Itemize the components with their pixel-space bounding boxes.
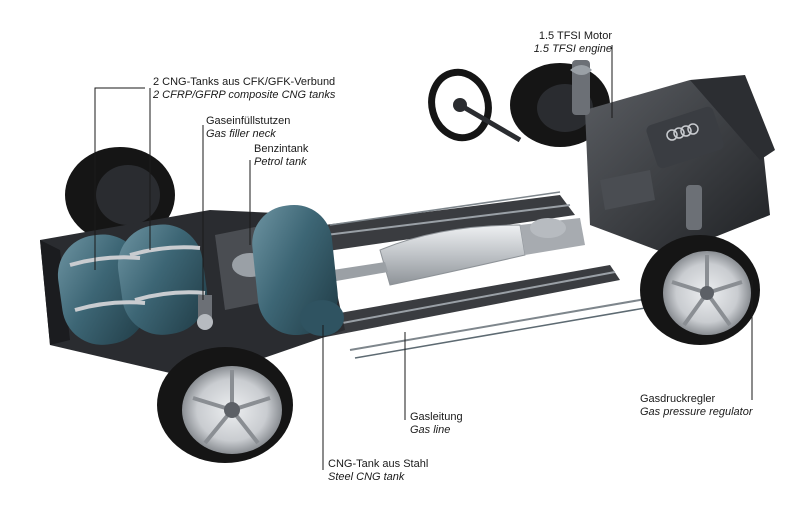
front-right-wheel (640, 235, 760, 345)
callout-steel-cng-tank-en: Steel CNG tank (328, 471, 405, 483)
callout-gas-filler-neck-en: Gas filler neck (206, 128, 276, 140)
rear-right-wheel (157, 347, 293, 463)
rings-logo (666, 123, 699, 141)
front-strut (570, 60, 702, 230)
callout-petrol-tank-de: Benzintank (254, 143, 309, 155)
frame (284, 195, 620, 340)
callout-composite-cng-tanks: 2 CNG-Tanks aus CFK/GFK-Verbund 2 CFRP/G… (153, 76, 335, 102)
composite-cng-tanks (57, 224, 208, 345)
leader-lines (94, 45, 753, 470)
callout-petrol-tank: Benzintank Petrol tank (254, 143, 308, 169)
callout-gas-line: Gasleitung Gas line (410, 411, 463, 437)
callout-gas-line-de: Gasleitung (410, 411, 463, 423)
rear-left-wheel (65, 147, 175, 243)
callout-steel-cng-tank: CNG-Tank aus Stahl Steel CNG tank (328, 458, 428, 484)
steering-wheel (428, 68, 522, 143)
callout-composite-cng-tanks-de: 2 CNG-Tanks aus CFK/GFK-Verbund (153, 76, 336, 88)
callout-gas-filler-neck: Gaseinfüllstutzen Gas filler neck (206, 115, 290, 141)
callout-gas-pressure-regulator: Gasdruckregler Gas pressure regulator (640, 393, 753, 419)
callout-gas-pressure-regulator-de: Gasdruckregler (640, 393, 716, 405)
leader-composite-tanks (94, 87, 145, 270)
callout-engine-de: 1.5 TFSI Motor (538, 30, 612, 42)
callout-gas-filler-neck-de: Gaseinfüllstutzen (206, 115, 291, 127)
callout-gas-line-en: Gas line (410, 424, 451, 436)
callout-steel-cng-tank-de: CNG-Tank aus Stahl (328, 458, 429, 470)
callout-engine-en: 1.5 TFSI engine (533, 43, 612, 55)
gas-filler-neck (197, 295, 213, 330)
callout-engine: 1.5 TFSI Motor 1.5 TFSI engine (534, 30, 612, 56)
engine-block (585, 75, 775, 255)
steel-cng-tank (252, 204, 344, 336)
callout-gas-pressure-regulator-en: Gas pressure regulator (640, 406, 753, 418)
callout-composite-cng-tanks-en: 2 CFRP/GFRP composite CNG tanks (153, 89, 336, 101)
callout-petrol-tank-en: Petrol tank (254, 156, 307, 168)
